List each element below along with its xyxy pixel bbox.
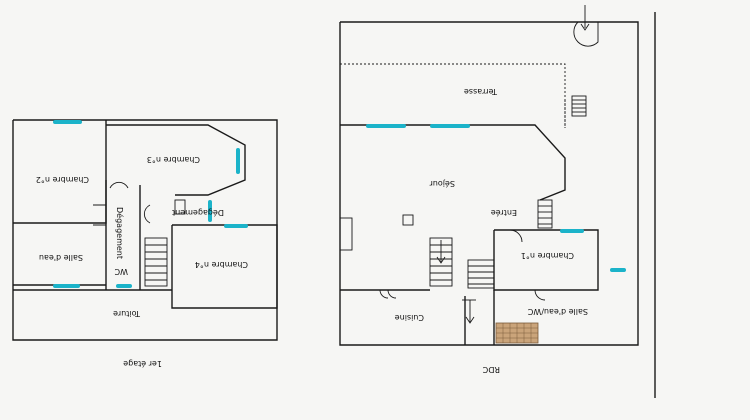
chambre2-walls	[13, 120, 107, 224]
room-label-cuisine: Cuisine	[395, 313, 424, 322]
room-label-chambre4: Chambre n°4	[195, 260, 248, 269]
entrance-door-arc	[573, 21, 599, 47]
door-swing-a	[93, 204, 107, 226]
salle-eau-door-arc	[534, 289, 546, 301]
sejour-fixture	[402, 214, 414, 226]
first-floor-outer-wall	[12, 119, 278, 341]
sejour-walls	[340, 124, 566, 201]
fireplace	[339, 217, 353, 251]
room-label-entree: Entrée	[491, 208, 517, 218]
room-label-chambre2: Chambre n°2	[36, 175, 89, 184]
terrasse-outline	[340, 63, 566, 128]
ground-floor-stairs	[429, 237, 453, 287]
room-label-sejour: Séjour	[429, 179, 455, 189]
room-label-degagement-a: Dégagement	[115, 207, 125, 259]
room-label-toiture: Toiture	[113, 309, 141, 318]
ground-floor-outer-wall	[339, 21, 639, 346]
room-label-degagement-b: Dégagement	[172, 208, 224, 218]
first-floor-caption: 1er étage	[123, 359, 162, 369]
first-floor-stairs	[144, 237, 168, 287]
room-label-chambre1: Chambre n°1	[521, 251, 574, 260]
ground-floor-caption: RDC	[482, 365, 500, 374]
entree-stairs	[537, 199, 553, 229]
first-floor-plan: Chambre n°2 Chambre n°3 Chambre n°4 Sall…	[12, 119, 278, 369]
room-label-chambre3: Chambre n°3	[147, 155, 200, 164]
chambre3-walls	[106, 124, 246, 196]
closet	[174, 199, 186, 215]
room-label-salle-eau-wc: Salle d'eau/WC	[527, 307, 588, 316]
ground-floor-plan: Terrasse Séjour Entrée Chambre n°1 Cuisi…	[339, 5, 656, 398]
chambre1-door-arc	[509, 229, 523, 243]
room-label-salle-eau: Salle d'eau	[39, 253, 83, 262]
terrasse-steps	[571, 95, 587, 117]
cuisine-door-arc	[379, 289, 397, 299]
room-label-wc: WC	[114, 267, 128, 276]
room-label-terrasse: Terrasse	[464, 87, 498, 96]
door-arc-a	[109, 181, 129, 189]
door-arc-b	[143, 204, 151, 224]
